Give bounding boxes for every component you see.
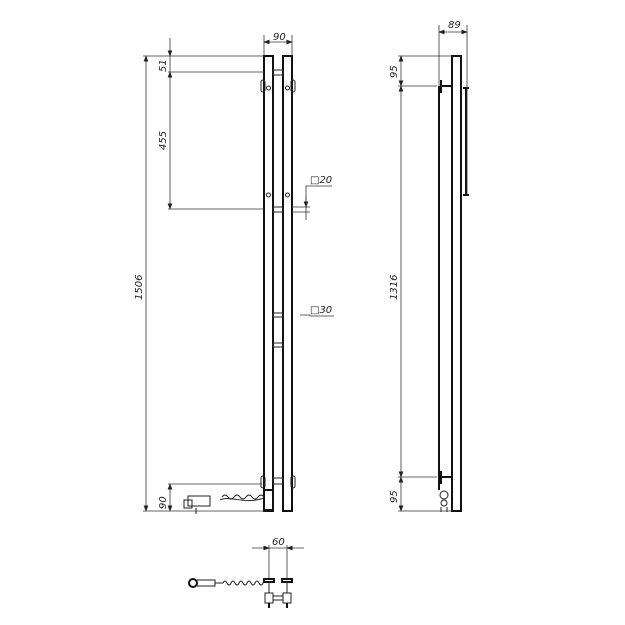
- side-view: [398, 25, 469, 512]
- bottom-view: [188, 545, 304, 608]
- dim-width-90: 90: [273, 32, 286, 43]
- left-rail: [263, 55, 274, 512]
- crossbars: [272, 69, 284, 485]
- crossbar-30-label: □30: [310, 305, 332, 316]
- side-brackets: [439, 80, 452, 512]
- dim-total-1506: 1506: [134, 275, 145, 300]
- dim-spacing-60: 60: [272, 537, 285, 548]
- dim-455: 455: [158, 131, 169, 150]
- dim-1316: 1316: [389, 275, 400, 300]
- front-view: [143, 35, 334, 514]
- dim-bottom-90: 90: [158, 496, 169, 509]
- dim-side-bottom-95: 95: [389, 490, 400, 503]
- dim-top-51: 51: [158, 59, 169, 72]
- right-rail: [282, 55, 293, 512]
- dim-side-top-95: 95: [389, 65, 400, 78]
- brackets: [260, 79, 296, 511]
- dim-depth-89: 89: [448, 20, 461, 31]
- crossbar-20-label: □20: [310, 175, 332, 186]
- mount-holes: [266, 85, 290, 198]
